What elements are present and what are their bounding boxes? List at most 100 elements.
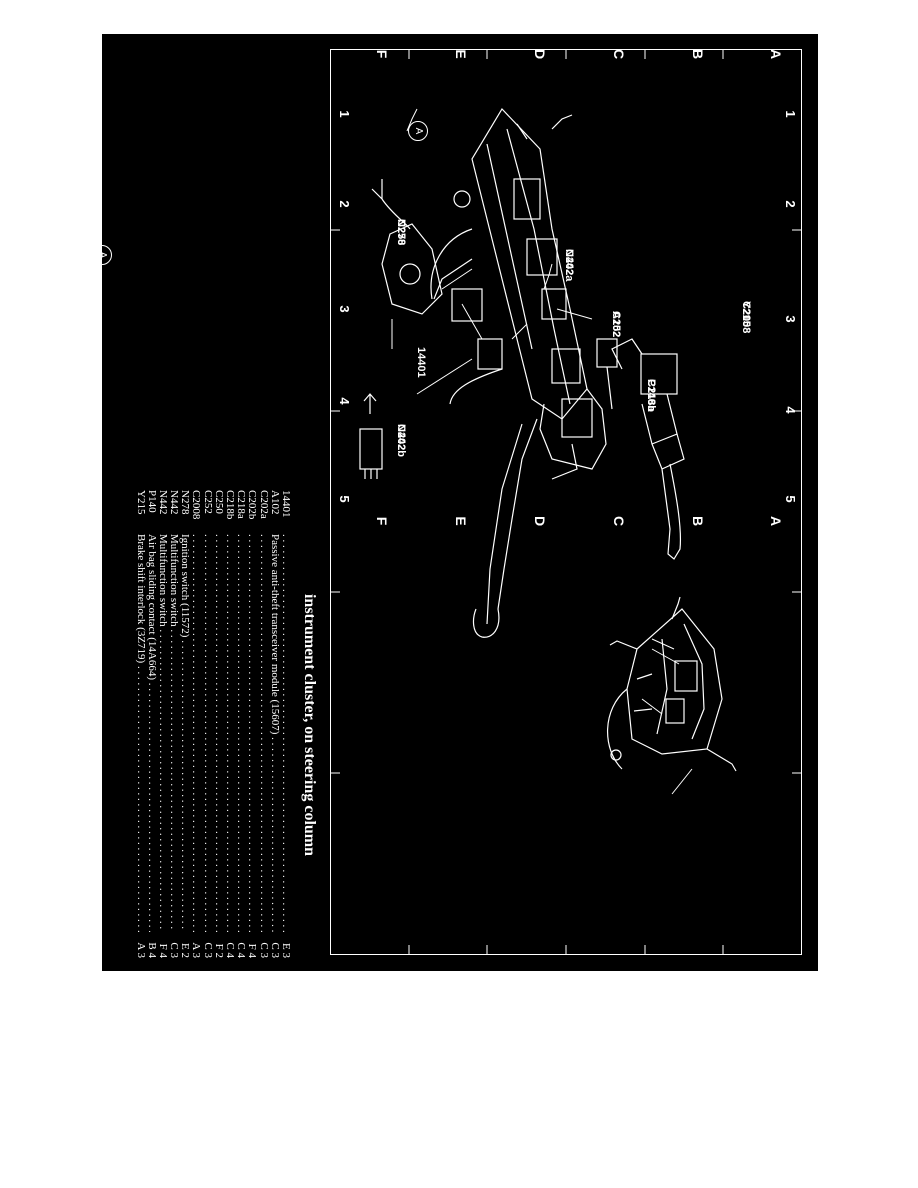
grid-row-label-f-right: F bbox=[374, 516, 390, 526]
legend-code: N278 bbox=[179, 490, 192, 515]
grid-row-label-f-left: F bbox=[374, 49, 390, 59]
legend-description bbox=[224, 534, 235, 932]
legend-code: P140 bbox=[145, 490, 158, 513]
grid-col-label-5-bottom: 5 bbox=[337, 495, 352, 503]
legend-code: Y215 bbox=[134, 490, 147, 515]
grid-row-label-b-right: B bbox=[690, 515, 706, 527]
legend-location: C 3 bbox=[168, 942, 181, 958]
legend-location: C 3 bbox=[201, 942, 214, 958]
legend-row: 14401 E 3 bbox=[280, 490, 292, 960]
callout-c252: C252 bbox=[610, 311, 622, 338]
legend-location: C 3 bbox=[257, 942, 270, 958]
grid-col-label-3-bottom: 3 bbox=[337, 305, 352, 313]
component-legend: instrument cluster, on steering column 1… bbox=[113, 490, 323, 960]
legend-code: C250 bbox=[212, 490, 225, 514]
legend-location: B 4 bbox=[145, 942, 158, 958]
legend-location: C 3 bbox=[268, 942, 281, 958]
legend-code: 14401 bbox=[280, 490, 292, 518]
legend-code: C218b bbox=[224, 490, 237, 520]
legend-description bbox=[280, 534, 291, 932]
grid-row-label-c-left: C bbox=[611, 48, 627, 60]
detail-a-view-circle: A bbox=[92, 245, 112, 265]
legend-code: A102 bbox=[268, 490, 281, 515]
legend-code: C202a bbox=[257, 490, 270, 519]
legend-code: N442 bbox=[168, 490, 181, 515]
legend-row: C252 C 3 bbox=[201, 490, 214, 960]
grid-row-label-e-right: E bbox=[453, 516, 469, 526]
legend-code: C252 bbox=[201, 490, 214, 514]
callout-c218b: C218b bbox=[645, 379, 657, 413]
legend-location: A 3 bbox=[134, 942, 147, 958]
legend-description: Multifunction switch bbox=[157, 534, 168, 932]
grid-col-label-1-top: 1 bbox=[783, 110, 798, 118]
steering-column-drawing bbox=[430, 108, 607, 638]
grid-row-label-d-right: D bbox=[532, 515, 548, 527]
legend-row: C218b C 4 bbox=[224, 490, 237, 960]
rotated-content: A B C D E F A B C D E F 1 2 3 4 5 1 2 bbox=[92, 34, 818, 971]
legend-description bbox=[213, 534, 224, 932]
multifunction-switch-drawing bbox=[596, 338, 685, 560]
legend-description bbox=[191, 534, 202, 932]
legend-location: C 4 bbox=[235, 942, 248, 958]
legend-code: C218a bbox=[235, 490, 248, 519]
callout-14401: 14401 bbox=[415, 347, 427, 378]
callout-c250: C250 bbox=[395, 219, 407, 246]
grid-border bbox=[330, 49, 802, 955]
legend-description: Ignition switch (11572) bbox=[179, 534, 190, 932]
legend-code: N442 bbox=[156, 490, 169, 515]
grid-col-label-5-top: 5 bbox=[783, 495, 798, 503]
legend-row: C202b F 4 bbox=[246, 490, 259, 960]
legend-location: E 3 bbox=[280, 943, 292, 958]
legend-description bbox=[246, 534, 257, 932]
legend-code: C202b bbox=[246, 490, 259, 520]
legend-description bbox=[258, 534, 269, 932]
grid-row-label-c-right: C bbox=[611, 515, 627, 527]
callout-c202a: C202a bbox=[563, 249, 575, 282]
legend-description: Air bag sliding contact (14A664) bbox=[146, 534, 157, 932]
leader-lines bbox=[391, 108, 693, 795]
legend-description: Brake shift interlock (3Z719) bbox=[135, 534, 146, 932]
grid-col-label-2-bottom: 2 bbox=[337, 200, 352, 208]
legend-row: C202a C 3 bbox=[257, 490, 270, 960]
detail-a-reference-circle: A bbox=[408, 121, 428, 141]
legend-description bbox=[235, 534, 246, 932]
grid-row-label-a-left: A bbox=[768, 48, 784, 60]
grid-row-label-e-left: E bbox=[453, 49, 469, 59]
grid-col-label-4-top: 4 bbox=[783, 406, 798, 414]
legend-description: Multifunction switch bbox=[168, 534, 179, 932]
grid-col-label-4-bottom: 4 bbox=[337, 397, 352, 405]
grid-col-label-1-bottom: 1 bbox=[337, 110, 352, 118]
legend-location: F 2 bbox=[212, 943, 225, 958]
ignition-switch-drawing bbox=[371, 179, 443, 315]
diagram-panel: A B C D E F A B C D E F 1 2 3 4 5 1 2 bbox=[92, 34, 818, 971]
grid-frame: A B C D E F A B C D E F 1 2 3 4 5 1 2 bbox=[92, 49, 802, 955]
connector-icon-drawing bbox=[359, 393, 383, 479]
grid-row-label-b-left: B bbox=[690, 48, 706, 60]
legend-row: C218a C 4 bbox=[235, 490, 248, 960]
legend-location: F 4 bbox=[246, 943, 259, 958]
legend-location: C 4 bbox=[224, 942, 237, 958]
legend-title: instrument cluster, on steering column bbox=[301, 593, 318, 857]
legend-row: C250 F 2 bbox=[212, 490, 225, 960]
legend-description bbox=[202, 534, 213, 932]
legend-description: Passive anti-theft transceiver module (1… bbox=[269, 534, 280, 932]
legend-location: A 3 bbox=[190, 942, 203, 958]
callout-c202b: C202b bbox=[395, 424, 407, 458]
grid-row-label-a-right: A bbox=[768, 515, 784, 527]
grid-row-label-d-left: D bbox=[532, 48, 548, 60]
detail-view-a-drawing bbox=[606, 596, 737, 772]
grid-col-label-2-top: 2 bbox=[783, 200, 798, 208]
grid-svg bbox=[330, 49, 802, 955]
callout-c2008: C2008 bbox=[740, 301, 752, 334]
legend-location: F 4 bbox=[156, 943, 169, 958]
grid-ticks bbox=[330, 49, 802, 955]
